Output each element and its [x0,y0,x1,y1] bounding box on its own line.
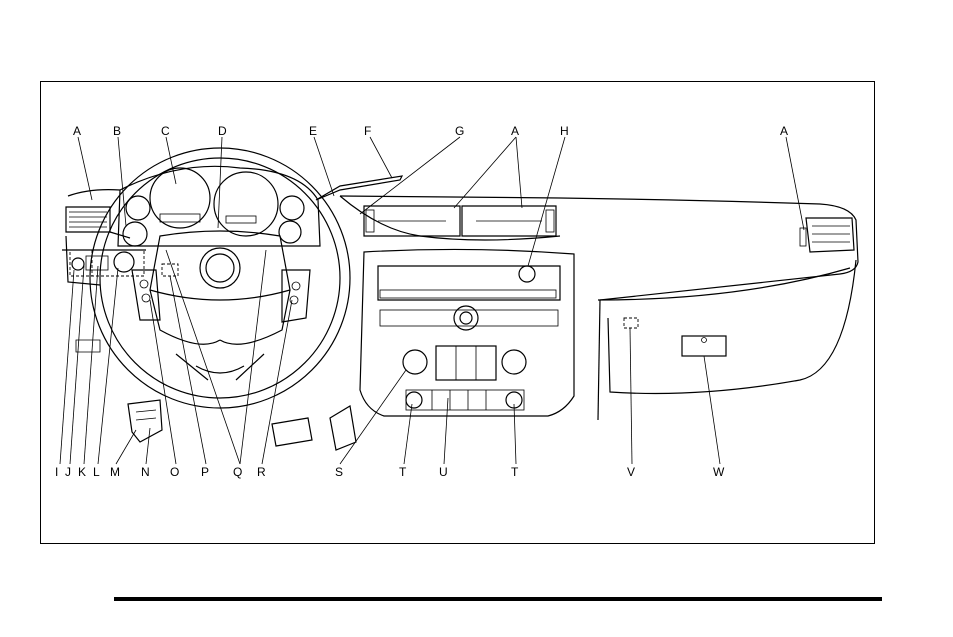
label-d: D [218,124,227,138]
label-c: C [161,124,170,138]
label-a-right: A [780,124,788,138]
label-w: W [713,465,725,479]
center-air-vents [340,196,560,240]
footer-rule [114,597,882,601]
label-k: K [78,465,86,479]
label-f: F [364,124,371,138]
passenger-sensing-indicator [624,318,638,328]
center-stack [360,249,574,416]
label-h: H [560,124,569,138]
label-v: V [627,465,635,479]
driver-airbag-marker [162,264,178,276]
label-s: S [335,465,343,479]
label-g: G [455,124,464,138]
callout-labels-bottom: I J K L M N O P Q R S T U T V W [55,465,725,479]
label-m: M [110,465,120,479]
label-o: O [170,465,179,479]
label-u: U [439,465,448,479]
turn-signal-lever [110,176,402,238]
right-air-vent [800,218,854,252]
label-r: R [257,465,266,479]
glove-box-handle [682,336,726,356]
label-l: L [93,465,100,479]
label-p: P [201,465,209,479]
label-t-right: T [511,465,519,479]
label-a-center: A [511,124,519,138]
callout-labels-top: A B C D E F G A H A [73,124,788,138]
label-e: E [309,124,317,138]
label-n: N [141,465,150,479]
pedals [128,400,356,450]
label-t-left: T [399,465,407,479]
steering-wheel-controls [132,246,310,322]
label-a-left: A [73,124,81,138]
label-i: I [55,465,58,479]
label-b: B [113,124,121,138]
label-j: J [65,465,71,479]
label-q: Q [233,465,242,479]
